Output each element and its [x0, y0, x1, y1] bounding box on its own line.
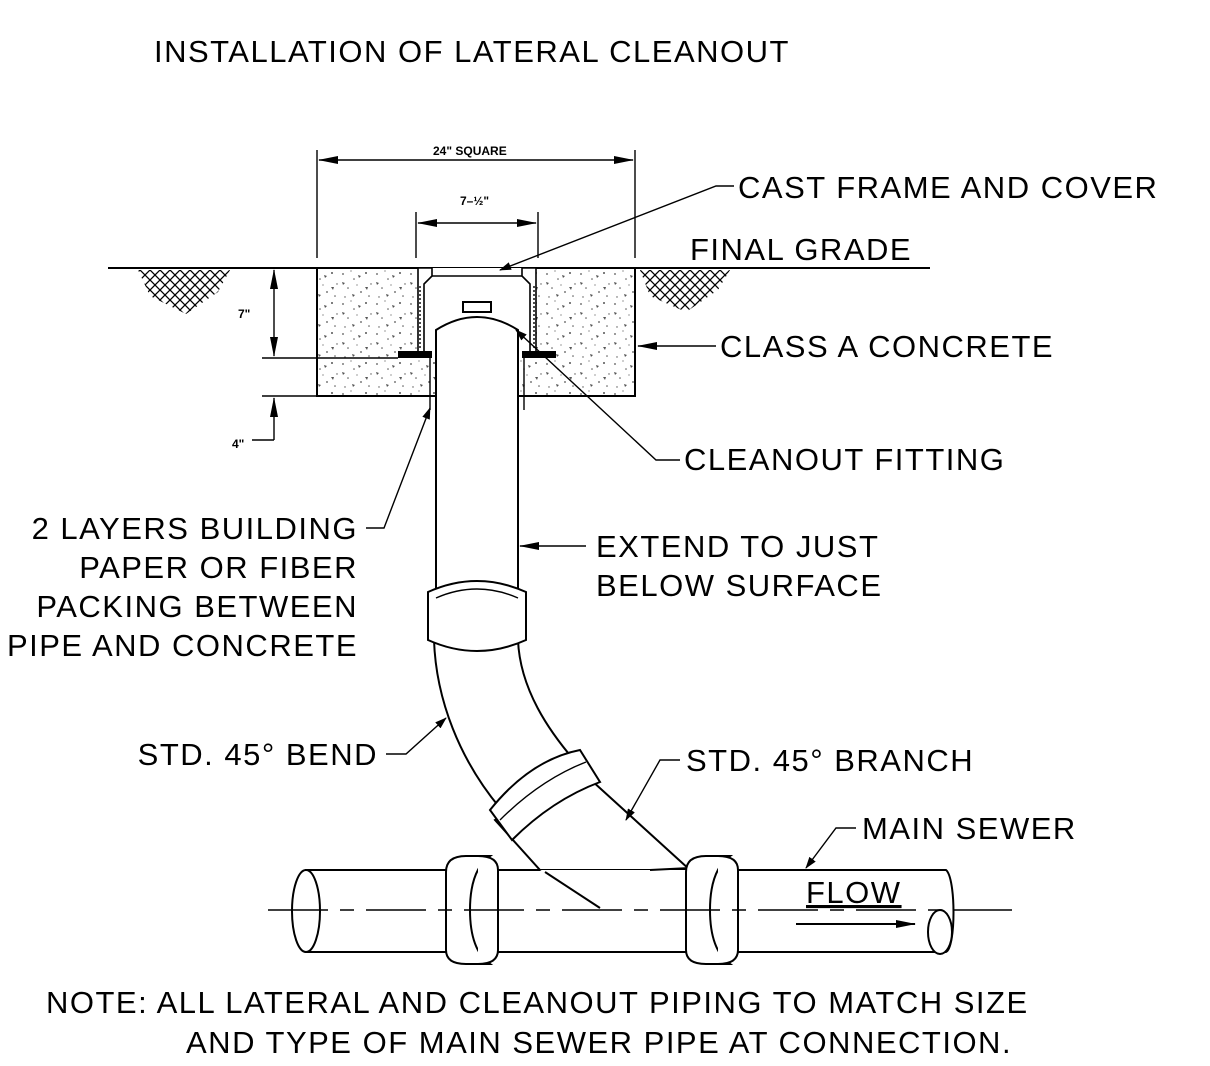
bend-coupling: [488, 748, 602, 842]
earth-hatch-right: [640, 270, 730, 312]
label-building-paper-2: PAPER OR FIBER: [79, 550, 358, 585]
riser-coupling: [427, 580, 527, 652]
leader-cast-frame: [499, 185, 734, 271]
label-building-paper-3: PACKING BETWEEN: [36, 589, 358, 624]
label-cleanout-fitting: CLEANOUT FITTING: [684, 442, 1005, 477]
label-class-a-concrete: CLASS A CONCRETE: [720, 329, 1054, 364]
label-flow: FLOW: [806, 875, 902, 910]
note-line-1: NOTE: ALL LATERAL AND CLEANOUT PIPING TO…: [46, 985, 1029, 1020]
label-bend: STD. 45° BEND: [138, 737, 378, 772]
main-sewer-end-right: [927, 909, 953, 955]
branch-joint-left: [544, 871, 601, 909]
main-sewer-end-left: [291, 869, 321, 953]
leader-main-sewer: [805, 827, 856, 869]
drawing-title: INSTALLATION OF LATERAL CLEANOUT: [154, 34, 790, 69]
leader-building-paper: [366, 407, 431, 529]
label-building-paper-4: PIPE AND CONCRETE: [7, 628, 358, 663]
earth-hatch-left: [138, 270, 230, 314]
label-building-paper-1: 2 LAYERS BUILDING: [32, 511, 358, 546]
label-extend-1: EXTEND TO JUST: [596, 529, 879, 564]
riser-pipe: [435, 316, 519, 601]
dim-24-text: 24" SQUARE: [433, 144, 507, 158]
frame-flange-left: [398, 351, 432, 358]
dim-75-text: 7–½": [460, 194, 489, 208]
cleanout-plug: [462, 301, 492, 313]
label-cast-frame: CAST FRAME AND COVER: [738, 170, 1158, 205]
label-main-sewer: MAIN SEWER: [862, 811, 1077, 846]
note-line-2: AND TYPE OF MAIN SEWER PIPE AT CONNECTIO…: [186, 1025, 1012, 1060]
dim-4-text: 4": [232, 437, 244, 451]
frame-flange-right: [522, 351, 556, 358]
dim-7-text: 7": [238, 307, 250, 321]
label-final-grade: FINAL GRADE: [690, 232, 912, 267]
leader-branch: [625, 759, 680, 821]
leader-cleanout-fitting: [515, 329, 680, 461]
label-extend-2: BELOW SURFACE: [596, 568, 883, 603]
leader-bend: [386, 717, 447, 755]
label-branch: STD. 45° BRANCH: [686, 743, 974, 778]
